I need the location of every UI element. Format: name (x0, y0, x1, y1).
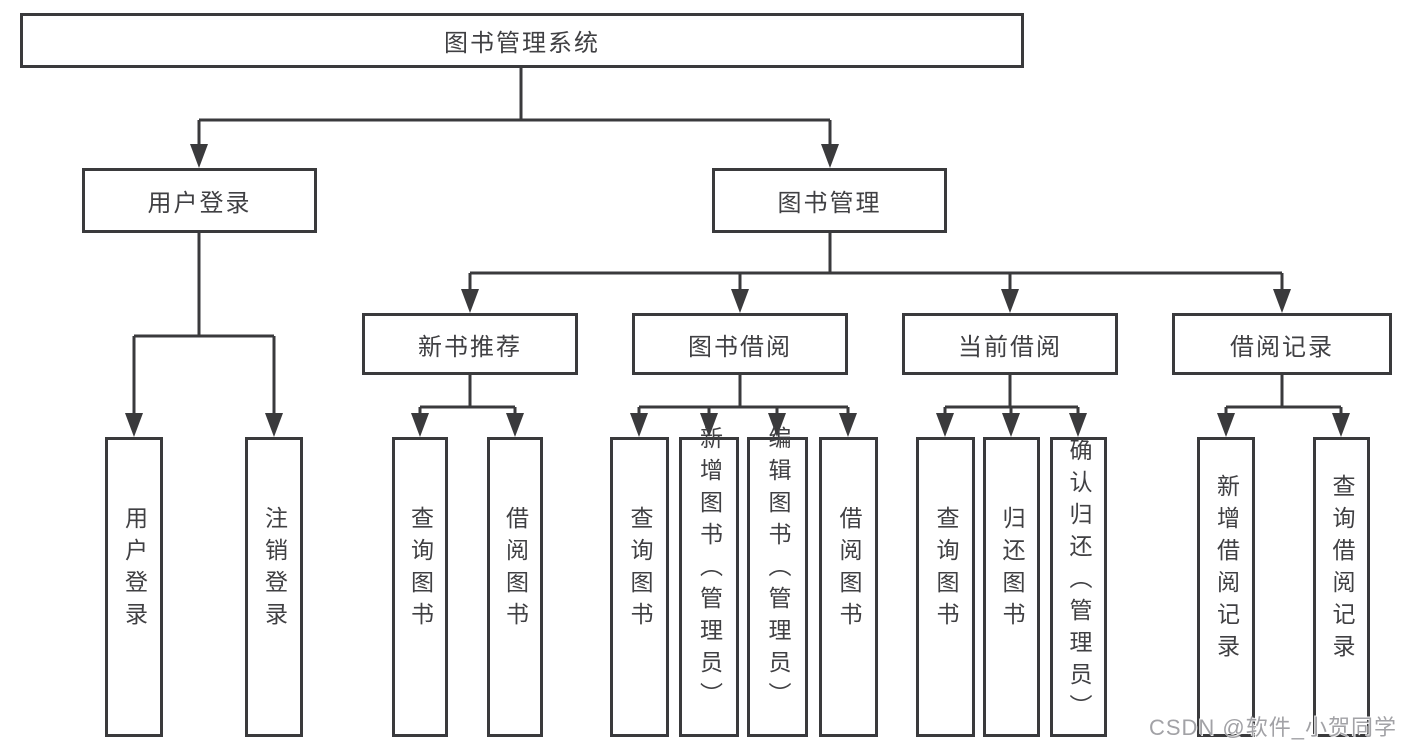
node-user-login: 用户登录 (82, 168, 317, 233)
leaf-logout: 注销登录 (245, 437, 303, 737)
leaf-borrow-add-admin: 新增图书（管理员） (679, 426, 739, 737)
node-book-borrow-label: 图书借阅 (688, 333, 792, 361)
leaf-records-query-label: 查询借阅记录 (1329, 474, 1355, 666)
leaf-newbooks-query: 查询图书 (392, 437, 448, 737)
node-current-borrow: 当前借阅 (902, 313, 1118, 375)
leaf-newbooks-borrow-label: 借阅图书 (502, 506, 529, 634)
leaf-current-confirm-admin: 确认归还（管理员） (1050, 437, 1107, 737)
leaf-newbooks-borrow: 借阅图书 (487, 437, 543, 737)
leaf-newbooks-query-label: 查询图书 (407, 506, 434, 634)
leaf-borrow-edit-admin-label: 编辑图书（管理员） (765, 426, 791, 714)
node-book-borrow: 图书借阅 (632, 313, 848, 375)
node-root: 图书管理系统 (20, 13, 1024, 68)
leaf-records-query: 查询借阅记录 (1313, 437, 1370, 737)
csdn-watermark: CSDN @软件_小贺同学 (1148, 715, 1397, 740)
leaf-current-query: 查询图书 (916, 437, 975, 737)
node-root-label: 图书管理系统 (444, 30, 600, 57)
leaf-current-query-label: 查询图书 (933, 506, 959, 634)
leaf-current-return: 归还图书 (983, 437, 1040, 737)
leaf-user-login-label: 用户登录 (121, 506, 148, 634)
leaf-borrow-edit-admin: 编辑图书（管理员） (747, 426, 808, 737)
node-new-book-recommend-label: 新书推荐 (418, 333, 522, 361)
node-current-borrow-label: 当前借阅 (958, 333, 1062, 361)
node-user-login-label: 用户登录 (147, 190, 252, 217)
node-book-management: 图书管理 (712, 168, 947, 233)
leaf-borrow-borrow: 借阅图书 (819, 437, 878, 737)
leaf-borrow-borrow-label: 借阅图书 (836, 506, 862, 634)
node-book-management-label: 图书管理 (777, 190, 882, 217)
node-borrow-records-label: 借阅记录 (1230, 333, 1334, 361)
leaf-records-add-label: 新增借阅记录 (1213, 474, 1240, 666)
node-borrow-records: 借阅记录 (1172, 313, 1392, 375)
leaf-borrow-query-label: 查询图书 (627, 506, 653, 634)
leaf-borrow-query: 查询图书 (610, 437, 669, 737)
leaf-records-add: 新增借阅记录 (1197, 437, 1255, 737)
leaf-current-confirm-admin-label: 确认归还（管理员） (1066, 438, 1092, 726)
leaf-borrow-add-admin-label: 新增图书（管理员） (696, 426, 723, 714)
leaf-user-login: 用户登录 (105, 437, 163, 737)
node-new-book-recommend: 新书推荐 (362, 313, 578, 375)
leaf-logout-label: 注销登录 (261, 506, 288, 634)
leaf-current-return-label: 归还图书 (999, 506, 1025, 634)
